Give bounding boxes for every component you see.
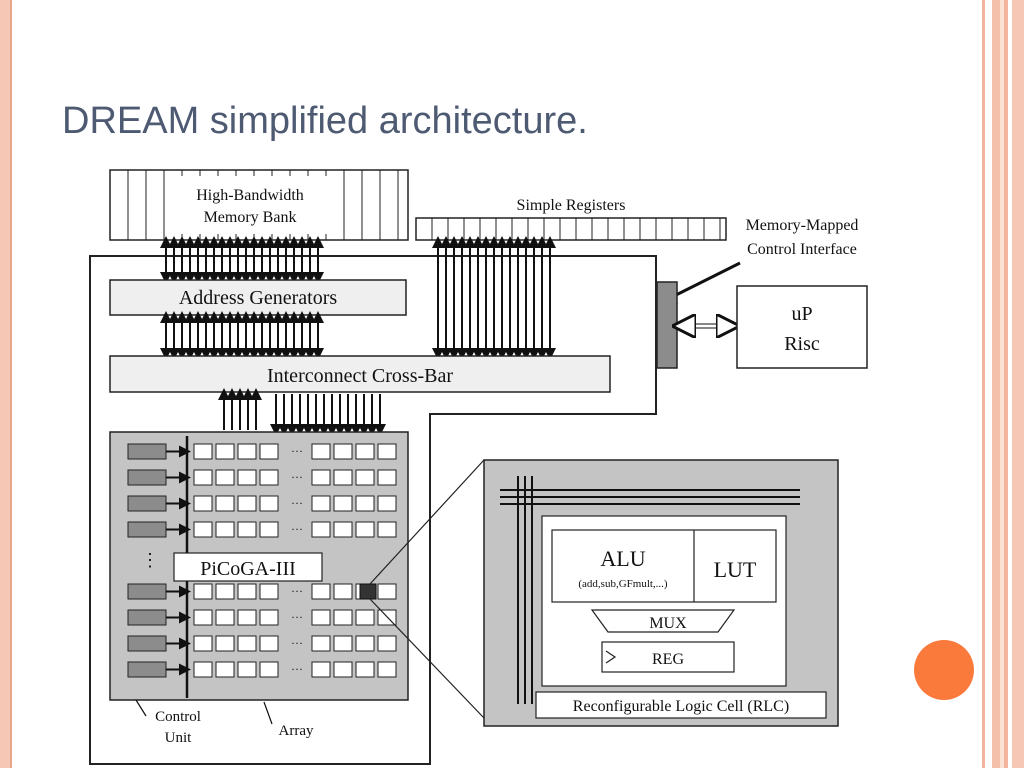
simple-registers: Simple Registers bbox=[415, 197, 727, 241]
picoga-captions: Control Unit Array bbox=[135, 699, 314, 746]
right-decorative-border bbox=[978, 0, 1024, 768]
address-generators: Address Generators bbox=[109, 279, 407, 316]
rlc-caption: Reconfigurable Logic Cell (RLC) bbox=[573, 698, 789, 715]
control-unit-label-1: Control bbox=[155, 709, 201, 725]
alu-label: ALU bbox=[600, 546, 645, 571]
lut-label: LUT bbox=[714, 557, 757, 582]
mux-label: MUX bbox=[649, 615, 687, 632]
svg-text:···: ··· bbox=[291, 584, 303, 598]
memory-mapped-interface: Memory-Mapped Control Interface bbox=[656, 217, 859, 369]
svg-text:⋮: ⋮ bbox=[141, 550, 159, 570]
svg-text:···: ··· bbox=[291, 496, 303, 510]
memory-bank: High-Bandwidth Memory Bank bbox=[109, 169, 409, 241]
rlc-detail: ALU (add,sub,GFmult,...) LUT MUX REG Rec… bbox=[483, 459, 839, 727]
svg-text:···: ··· bbox=[291, 470, 303, 484]
reg-label: REG bbox=[652, 651, 684, 668]
crossbar-picoga-arrows bbox=[218, 388, 386, 436]
selected-rlc-cell bbox=[359, 583, 377, 600]
memory-bank-label-1: High-Bandwidth bbox=[196, 187, 304, 204]
simple-registers-label: Simple Registers bbox=[517, 197, 626, 214]
svg-text:···: ··· bbox=[291, 662, 303, 676]
mmci-label-2: Control Interface bbox=[747, 241, 857, 258]
svg-text:···: ··· bbox=[291, 522, 303, 536]
address-generators-label: Address Generators bbox=[179, 287, 337, 309]
memory-address-arrows bbox=[160, 236, 324, 284]
up-risc-label-2: Risc bbox=[784, 333, 820, 355]
picoga-array: ··· ··· ··· ··· ··· ··· ··· ··· ⋮ PiCoGA-III bbox=[109, 431, 409, 701]
svg-text:···: ··· bbox=[291, 610, 303, 624]
up-risc: uP Risc bbox=[736, 285, 868, 369]
register-crossbar-arrows bbox=[432, 236, 556, 360]
interconnect-crossbar: Interconnect Cross-Bar bbox=[109, 355, 611, 393]
interconnect-label: Interconnect Cross-Bar bbox=[267, 365, 453, 387]
mmci-label-1: Memory-Mapped bbox=[746, 217, 859, 234]
svg-text:···: ··· bbox=[291, 444, 303, 458]
slide-title: DREAM simplified architecture. bbox=[62, 100, 588, 142]
svg-text:···: ··· bbox=[291, 636, 303, 650]
decorative-orange-circle bbox=[914, 640, 974, 700]
picoga-label: PiCoGA-III bbox=[200, 558, 296, 580]
alu-ops-label: (add,sub,GFmult,...) bbox=[578, 578, 668, 590]
zoom-line-top bbox=[369, 459, 485, 585]
up-risc-label-1: uP bbox=[791, 303, 812, 325]
control-unit-label-2: Unit bbox=[165, 730, 193, 746]
array-label: Array bbox=[279, 723, 314, 739]
zoom-line-bottom bbox=[369, 598, 485, 719]
memory-bank-label-2: Memory Bank bbox=[204, 209, 297, 226]
left-decorative-border bbox=[0, 0, 12, 768]
address-crossbar-arrows bbox=[160, 311, 324, 360]
